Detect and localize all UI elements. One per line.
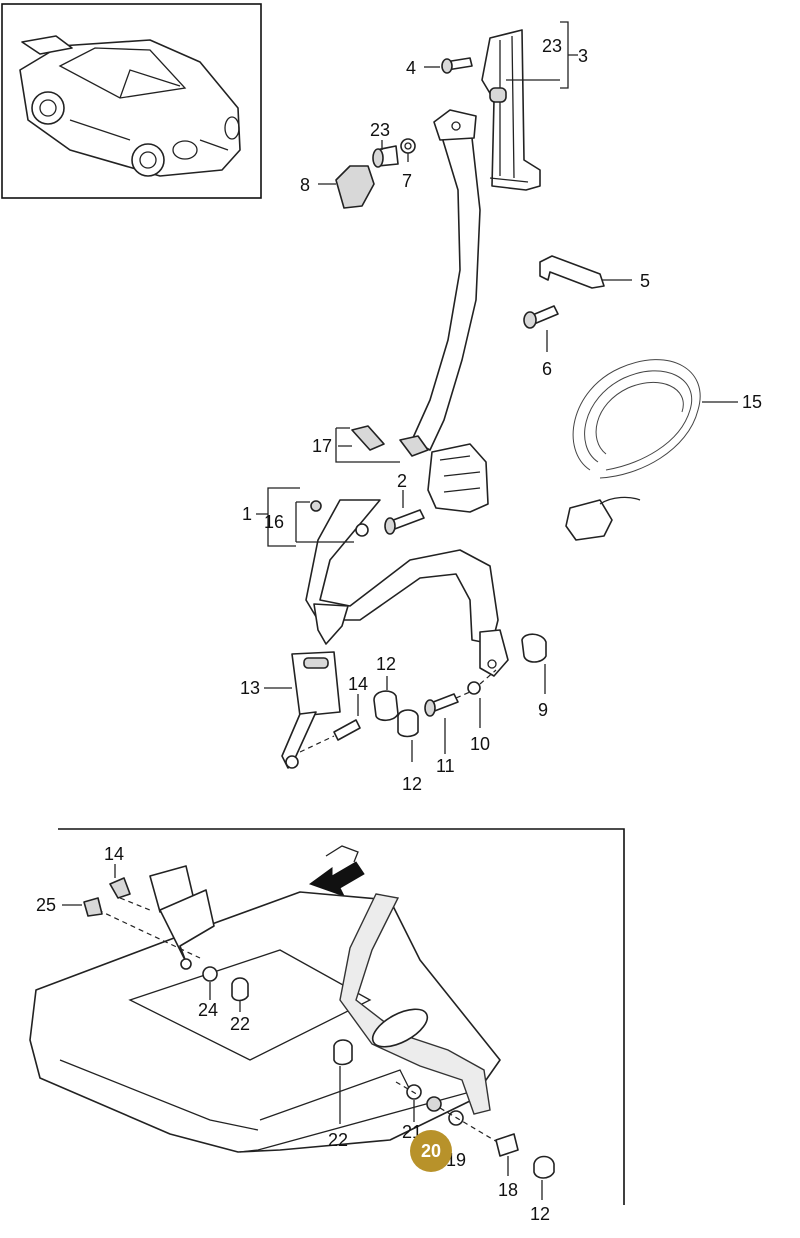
- callout-5: 5: [640, 271, 650, 291]
- callout-25: 25: [36, 895, 56, 915]
- callout-23: 23: [370, 120, 390, 140]
- cable-harness-15: [565, 359, 738, 541]
- seat-detail: [29, 828, 625, 1205]
- callout-20[interactable]: 20: [421, 1141, 441, 1161]
- callout-17: 17: [312, 436, 332, 456]
- bolt-25: [83, 897, 103, 917]
- detail-frame: [58, 828, 625, 1205]
- buckle-lower: [149, 865, 215, 970]
- spacer-12a: [373, 690, 399, 722]
- callout-14-lower: 14: [104, 844, 124, 864]
- callout-14: 14: [348, 674, 368, 694]
- shoulder-belt: [411, 119, 481, 451]
- belt-tongue: [313, 603, 349, 645]
- callout-12-a: 12: [376, 654, 396, 674]
- callout-1: 1: [242, 504, 252, 524]
- direction-arrow-icon: [308, 845, 365, 897]
- washer-10: [467, 681, 481, 695]
- callout-23-top: 23: [542, 36, 562, 56]
- belt-strap: [339, 893, 491, 1115]
- callout-15: 15: [742, 392, 762, 412]
- callout-22-b: 22: [328, 1130, 348, 1150]
- callout-22-a: 22: [230, 1014, 250, 1034]
- callout-11: 11: [436, 756, 455, 776]
- callout-12-c: 12: [530, 1204, 550, 1224]
- callout-13: 13: [240, 678, 260, 698]
- callout-24: 24: [198, 1000, 218, 1020]
- vehicle-thumbnail: [1, 3, 262, 199]
- bolt-23: [372, 145, 399, 168]
- callout-7: 7: [402, 171, 412, 191]
- clip-17: [351, 425, 385, 451]
- cover-cap-8: [335, 165, 375, 209]
- spacer-22a: [231, 977, 249, 1002]
- thumbnail-frame: [1, 3, 262, 199]
- callout-2: 2: [397, 471, 407, 491]
- bracket-3-23: [506, 21, 578, 89]
- callout-4: 4: [406, 58, 416, 78]
- callout-12-b: 12: [402, 774, 422, 794]
- bracket-1-16: [256, 487, 354, 547]
- callout-20-highlight[interactable]: 20: [410, 1130, 452, 1172]
- callout-labels: 23 3 4 23 7 8 5 6 15 17 2 1 16 12 13 14 …: [36, 36, 762, 1224]
- callout-16: 16: [264, 512, 284, 532]
- spacer-22b: [333, 1039, 353, 1066]
- callout-10: 10: [470, 734, 490, 754]
- belt-assembly: [256, 21, 738, 769]
- clip-5: [539, 255, 605, 289]
- callout-3: 3: [578, 46, 588, 66]
- belt-guide: [433, 109, 477, 141]
- anchor-plate: [479, 629, 509, 677]
- bushing-20: [426, 1096, 442, 1112]
- seat-cushion: [29, 891, 501, 1153]
- bolt-14-lower: [109, 877, 131, 899]
- bolt-18: [495, 1133, 519, 1157]
- car-illustration: [19, 35, 241, 177]
- washer-7: [400, 138, 416, 154]
- washer-24: [202, 966, 218, 982]
- height-adjuster-rail: [481, 29, 541, 191]
- bolt-4: [441, 57, 473, 74]
- spacer-12c-9: [521, 633, 547, 663]
- spacer-12b: [397, 709, 419, 738]
- bolt-14: [333, 719, 361, 741]
- retractor: [427, 443, 489, 513]
- highlight-marker[interactable]: [410, 1130, 452, 1172]
- callout-8: 8: [300, 175, 310, 195]
- buckle-13: [281, 651, 341, 769]
- callout-6: 6: [542, 359, 552, 379]
- cap-12-lower: [533, 1155, 555, 1179]
- callout-18: 18: [498, 1180, 518, 1200]
- callout-9: 9: [538, 700, 548, 720]
